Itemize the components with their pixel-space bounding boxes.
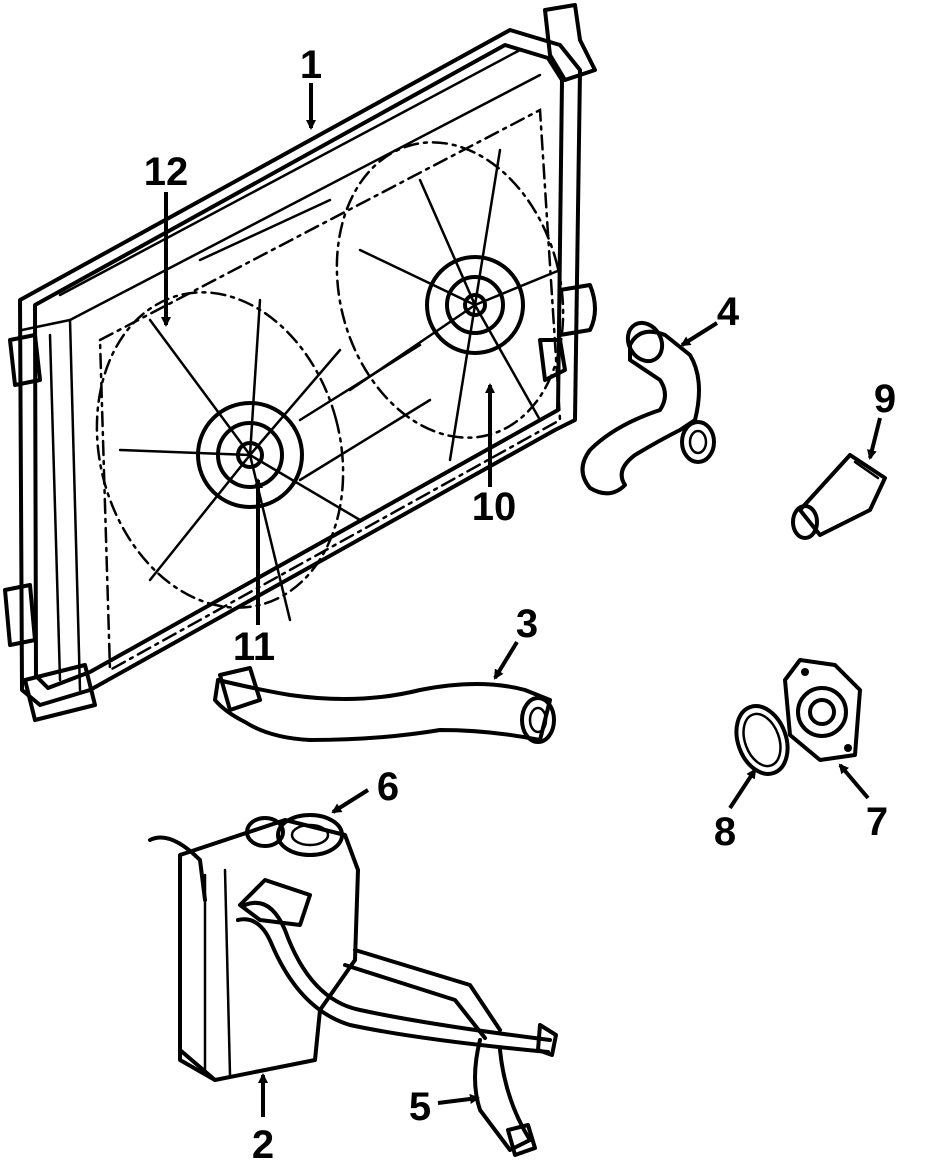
callout-leaders (161, 83, 882, 1117)
thermostat-housing (783, 658, 862, 762)
callout-3: 3 (516, 602, 538, 646)
upper-radiator-hose (580, 320, 716, 496)
callout-1: 1 (300, 43, 322, 87)
hose-adapter (791, 453, 887, 540)
thermostat-gasket-inner (742, 712, 782, 768)
lower-radiator-hose (213, 666, 556, 744)
callout-7: 7 (866, 800, 888, 844)
callout-5: 5 (409, 1085, 431, 1129)
callout-4: 4 (717, 290, 740, 334)
callout-8: 8 (714, 810, 736, 854)
radiator-assembly (3, 3, 597, 722)
callout-6: 6 (377, 765, 399, 809)
callout-10: 10 (472, 485, 517, 529)
coolant-reservoir (148, 813, 360, 1082)
reservoir-cap (276, 813, 344, 857)
callout-2: 2 (252, 1123, 274, 1167)
callout-9: 9 (874, 377, 896, 421)
thermostat-gasket (734, 704, 790, 776)
overflow-hose (236, 900, 558, 1157)
callout-11: 11 (233, 625, 275, 669)
callout-12: 12 (144, 150, 189, 194)
